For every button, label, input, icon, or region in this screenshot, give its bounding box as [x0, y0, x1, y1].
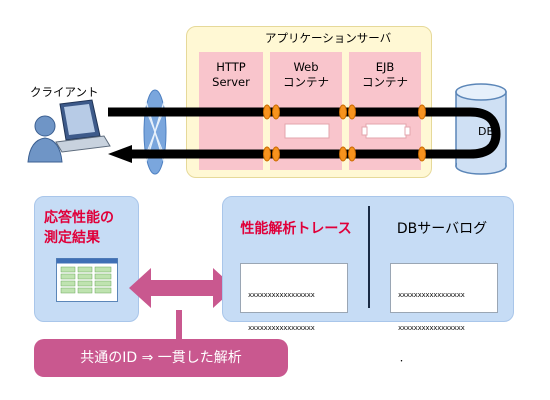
trace-log-line: xxxxxxxxxxxxxxxxx — [248, 291, 315, 299]
application-server-title: アプリケーションサーバ — [265, 31, 392, 45]
trace-title: 性能解析トレース — [240, 221, 352, 237]
user-icon — [27, 115, 63, 163]
connector-icons — [263, 104, 426, 162]
dblog-line: xxxxxxxxxxxxxxxxx — [398, 291, 465, 299]
http-server-label-line2: Server — [212, 75, 250, 89]
http-server-label-line1: HTTP — [216, 60, 246, 74]
database-label: DB — [478, 125, 495, 138]
web-module-icon — [284, 123, 330, 139]
request-flow-diagram — [27, 83, 507, 175]
ejb-module-icon — [365, 123, 407, 139]
network-icon — [143, 89, 167, 175]
measurement-results-title: 応答性能の 測定結果 — [44, 210, 114, 246]
trace-log-box: xxxxxxxxxxxxxxxxx xxxxxxxxxxxxxxxxx ・ — [240, 263, 348, 365]
response-arrowhead — [108, 145, 132, 163]
client-label: クライアント — [30, 85, 99, 99]
dblog-line: ・ — [398, 357, 405, 365]
analysis-divider — [368, 206, 370, 308]
common-id-callout: 共通のID ⇒ 一貫した解析 — [34, 339, 288, 377]
laptop-icon — [55, 99, 111, 153]
dblog-box: xxxxxxxxxxxxxxxxx xxxxxxxxxxxxxxxxx ・ — [390, 263, 498, 365]
spreadsheet-icon — [56, 258, 118, 302]
web-container-label-line2: コンテナ — [283, 75, 329, 89]
callout-stem — [176, 310, 182, 340]
ejb-container-label-line1: EJB — [375, 60, 395, 74]
trace-log-line: xxxxxxxxxxxxxxxxx — [248, 324, 315, 332]
dblog-line: xxxxxxxxxxxxxxxxx — [398, 324, 465, 332]
request-response-path — [108, 107, 501, 159]
correlation-double-arrow — [129, 268, 235, 308]
ejb-container-label-line2: コンテナ — [362, 75, 408, 89]
web-container-label-line1: Web — [293, 60, 319, 74]
dblog-title: DBサーバログ — [396, 221, 488, 237]
